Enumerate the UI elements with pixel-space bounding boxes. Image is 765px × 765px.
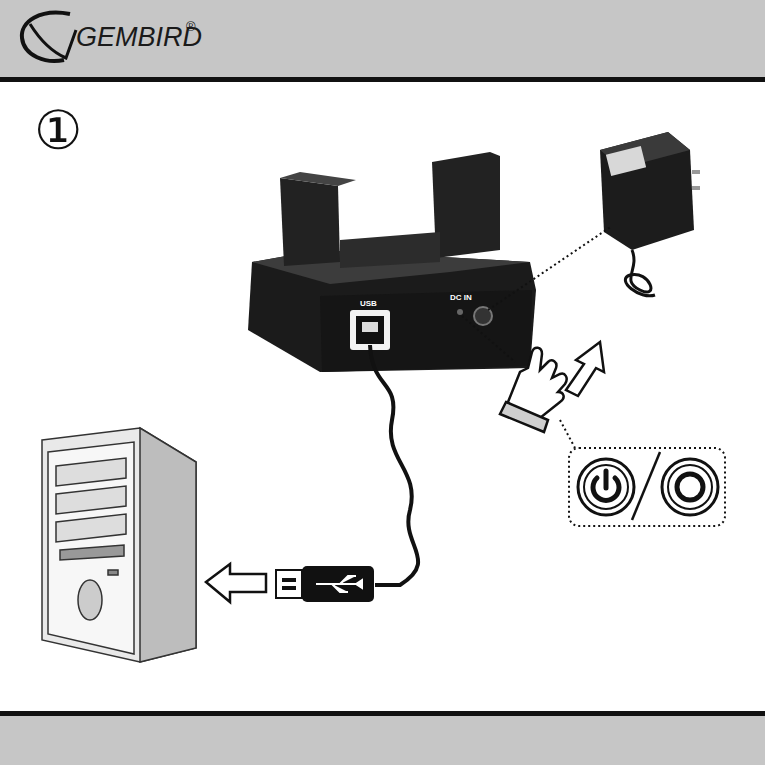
header-bar (0, 0, 765, 78)
power-adapter (600, 132, 700, 296)
plug-hole (282, 578, 296, 582)
dock-front (320, 290, 532, 372)
usb-port-tongue (362, 322, 378, 332)
leader-line (462, 316, 515, 362)
port-label: USB (360, 300, 377, 308)
adapter-cable (625, 250, 655, 296)
brand-logo: GEMBIRD (76, 24, 202, 51)
step-number: ① (34, 104, 82, 158)
plug-body (302, 566, 374, 602)
leader-lines (462, 226, 612, 448)
plug-prong (692, 170, 700, 174)
drive-bay (56, 514, 126, 542)
docking-station (248, 152, 536, 372)
logo-swoosh (30, 24, 76, 58)
logo-swoosh (22, 13, 70, 61)
usb-plug (276, 566, 374, 602)
power-switch (457, 309, 463, 315)
symbol-ring (584, 465, 628, 509)
dock-upright-right (432, 152, 500, 258)
pc-tower (42, 428, 196, 662)
power-on-symbol (604, 471, 609, 488)
port-label: DC IN (450, 294, 472, 302)
led (108, 570, 118, 575)
footer-bar (0, 716, 765, 765)
insert-arrow (206, 564, 266, 602)
plug-prong (692, 186, 700, 190)
symbol-ring (668, 465, 712, 509)
symbol-ring (578, 459, 634, 515)
power-off-symbol (677, 474, 703, 500)
leader-line (560, 420, 575, 448)
usb-port-frame (350, 310, 390, 350)
adapter-sticker (606, 146, 646, 176)
symbol-ring (662, 459, 718, 515)
floppy-slot (60, 545, 124, 560)
usb-logo (316, 576, 362, 592)
dock-upright-left-top (280, 172, 356, 186)
drive-bay (56, 458, 126, 486)
tower-side (140, 428, 196, 662)
tower-body (42, 428, 196, 662)
adapter-body (600, 132, 694, 250)
leader-line (488, 226, 612, 310)
slash (632, 452, 660, 520)
drive-bay (56, 486, 126, 514)
footer-rule (0, 711, 765, 716)
logo-mark (22, 13, 76, 61)
power-button (78, 580, 102, 620)
dock-slot (340, 232, 440, 268)
header-rule (0, 77, 765, 82)
dock-upright-left (280, 178, 340, 266)
usb-port (356, 316, 384, 344)
hand-icon (500, 348, 567, 432)
hand-cuff (500, 402, 548, 432)
plug-hole (282, 586, 296, 590)
dock-base (248, 250, 536, 372)
registered-mark: ® (186, 20, 196, 33)
dotted-box (569, 448, 725, 526)
push-arrow (566, 342, 604, 396)
usb-cable (370, 345, 418, 585)
power-symbol-box (569, 448, 725, 526)
tower-front (48, 442, 134, 654)
plug-metal (276, 570, 302, 598)
